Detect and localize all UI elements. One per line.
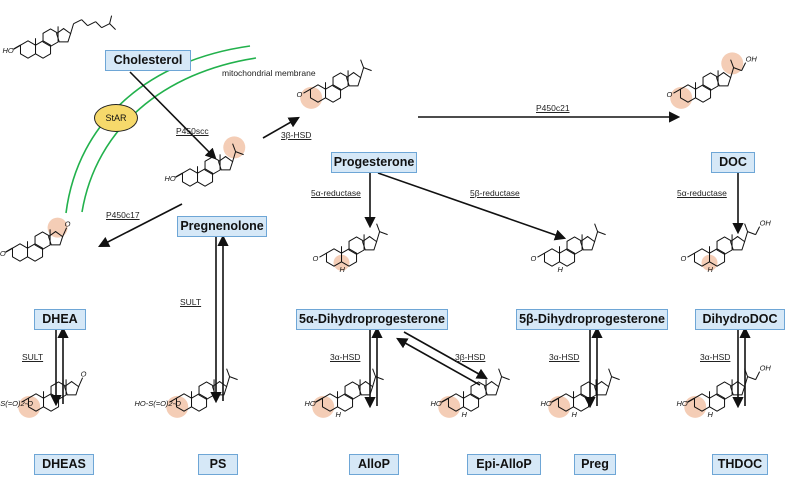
a-ring-ketone-label: O [530, 254, 536, 263]
hydroxyl-3-label: HO [304, 399, 315, 408]
label-cholesterol: Cholesterol [105, 50, 191, 71]
structure-preg: HO H [540, 368, 620, 419]
enzyme-p450c17: P450c17 [106, 210, 140, 220]
label-epi-allop: Epi-AlloP [467, 454, 541, 475]
label-5a-dihydroprogesterone: 5α-Dihydroprogesterone [296, 309, 448, 330]
structure-doc: OH O [666, 52, 758, 109]
hydroxyl-3-label: HO [2, 46, 13, 55]
structure-thdoc: OH HO H [676, 364, 771, 420]
arrow-pregnenolone-progesterone [262, 116, 300, 139]
a-ring-ketone-label: O [296, 90, 302, 99]
a-ring-ketone-label: O [680, 254, 686, 263]
mitochondrial-membrane-inner [81, 57, 257, 213]
enzyme-sult-ps: SULT [180, 297, 202, 307]
membrane-label: mitochondrial membrane [222, 68, 316, 78]
hydroxyl-label: OH [760, 364, 772, 373]
sulfate-label: HO-S(=O)2-O [134, 399, 181, 408]
structure-cholesterol: HO [2, 15, 116, 59]
structure-progesterone: O [296, 59, 372, 109]
enzyme-3a-hsd-allop: 3α-HSD [330, 352, 361, 362]
label-dhea: DHEA [34, 309, 86, 330]
hydroxyl-label: OH [760, 219, 772, 228]
enzyme-sult-dheas: SULT [22, 352, 44, 362]
hydrogen-5-label: H [572, 410, 578, 419]
label-5b-dihydroprogesterone: 5β-Dihydroprogesterone [516, 309, 668, 330]
structure-5a-dihydroprogesterone: OH [312, 223, 388, 274]
structure-epi-allop: HO H [430, 368, 510, 419]
mitochondrial-membrane-outer [65, 45, 251, 214]
enzyme-3b-hsd-progesterone: 3β-HSD [281, 130, 312, 140]
hydroxyl-label: OH [746, 55, 758, 64]
arrow-dhp5a-epiallop [403, 331, 488, 380]
a-ring-ketone-label: O [312, 254, 318, 263]
arrow-pregnenolone-dhea [98, 203, 183, 248]
hydrogen-5-label: H [708, 265, 714, 274]
hydroxyl-3-label: HO [164, 174, 175, 183]
enzyme-p450c21: P450c21 [536, 103, 570, 113]
enzyme-3a-hsd-thdoc: 3α-HSD [700, 352, 731, 362]
arrow-cholesterol-pregnenolone [129, 71, 217, 160]
hydrogen-5-label: H [336, 410, 342, 419]
label-allop: AlloP [349, 454, 399, 475]
label-doc: DOC [711, 152, 755, 173]
label-thdoc: THDOC [712, 454, 768, 475]
structure-dheas: O HO-S(=O)2-O [0, 370, 87, 418]
hydroxyl-3-label: HO [0, 249, 6, 258]
arrow-epiallop-dhp5a [396, 337, 481, 386]
enzyme-5a-reductase-progesterone: 5α-reductase [311, 188, 361, 198]
steroid-structures: HOHOOOHOOHOOHOHOHOHOHO-S(=O)2-OHO-S(=O)2… [0, 15, 771, 420]
hydrogen-5-label: H [462, 410, 468, 419]
hydrogen-5-label: H [558, 265, 564, 274]
label-dihydrodoc: DihydroDOC [695, 309, 785, 330]
label-dheas: DHEAS [34, 454, 94, 475]
enzyme-5b-reductase: 5β-reductase [470, 188, 520, 198]
label-progesterone: Progesterone [331, 152, 417, 173]
ketone-oxygen-label: O [81, 370, 87, 379]
enzyme-3b-hsd-epi-allop: 3β-HSD [455, 352, 486, 362]
star-protein-ellipse: StAR [94, 104, 138, 132]
label-pregnenolone: Pregnenolone [177, 216, 267, 237]
structure-dhea: O HO [0, 217, 71, 262]
structure-ps: HO-S(=O)2-O [134, 368, 238, 418]
enzyme-p450scc: P450scc [176, 126, 209, 136]
label-ps: PS [198, 454, 238, 475]
hydrogen-5-label: H [340, 265, 346, 274]
enzyme-3a-hsd-preg: 3α-HSD [549, 352, 580, 362]
sulfate-label: HO-S(=O)2-O [0, 399, 33, 408]
hydroxyl-3-label: HO [676, 399, 687, 408]
structure-allop: HO H [304, 368, 384, 419]
label-preg: Preg [574, 454, 616, 475]
hydrogen-5-label: H [708, 410, 714, 419]
ketone-oxygen-label: O [65, 220, 71, 229]
structure-pregnenolone: HO [164, 136, 246, 187]
reaction-arrows [50, 71, 751, 409]
a-ring-ketone-label: O [666, 90, 672, 99]
hydroxyl-3-label: HO [540, 399, 551, 408]
structure-5b-dihydroprogesterone: OH [530, 223, 606, 274]
arrow-progesterone-dhp5b [377, 172, 567, 241]
hydroxyl-3-label: HO [430, 399, 441, 408]
enzyme-5a-reductase-doc: 5α-reductase [677, 188, 727, 198]
